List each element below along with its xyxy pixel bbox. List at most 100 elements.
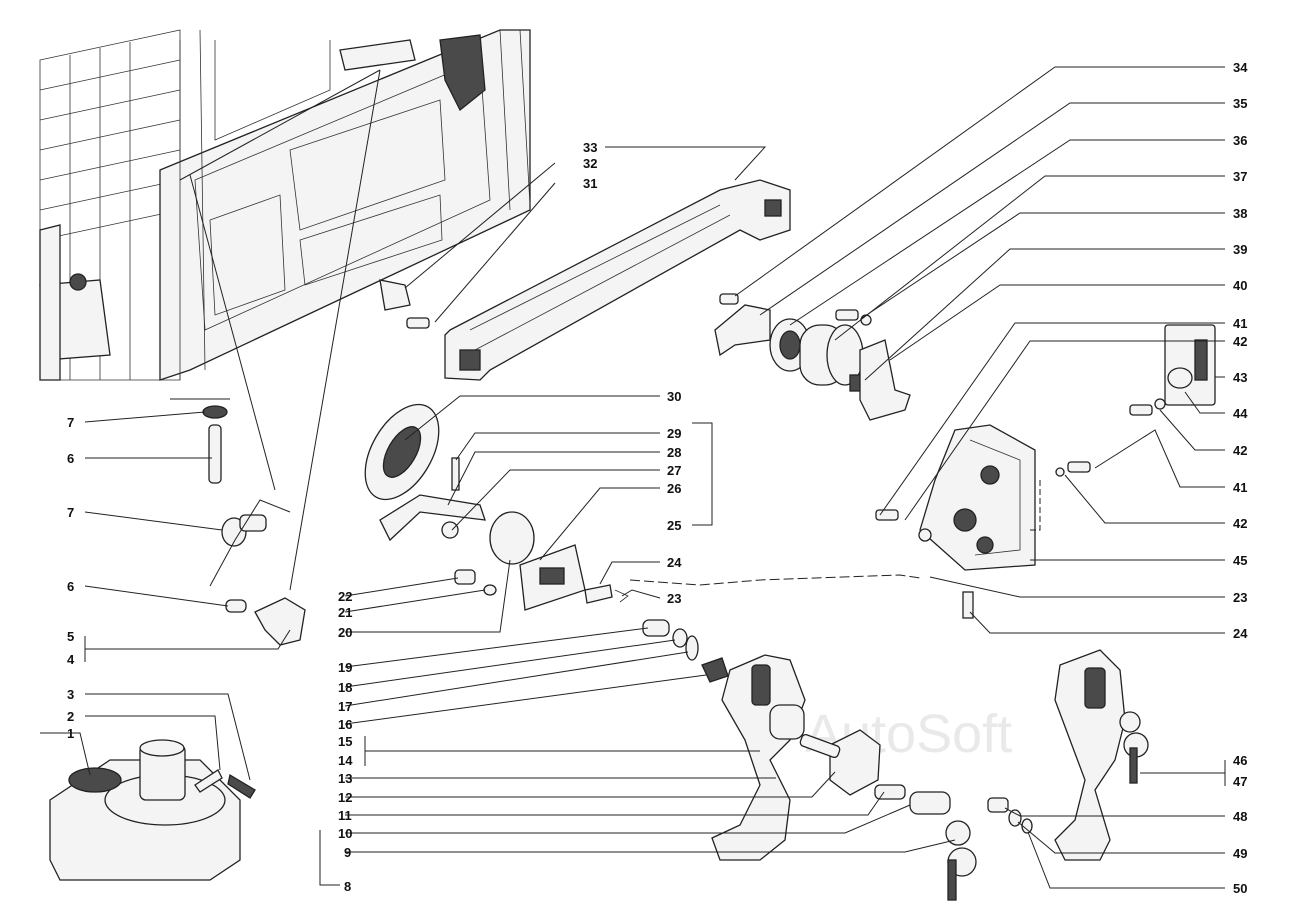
grab-handle-33 xyxy=(444,179,791,381)
callout-26: 26 xyxy=(667,481,681,496)
washer-21 xyxy=(483,584,497,596)
key-cylinder-9 xyxy=(945,820,977,901)
callout-39: 39 xyxy=(1233,242,1247,257)
callout-2: 2 xyxy=(67,709,74,724)
callout-numbers: 7 6 7 6 5 4 3 2 1 8 9 10 11 12 13 14 15 … xyxy=(67,60,1248,896)
callout-17: 17 xyxy=(338,699,352,714)
tube-6-bottom xyxy=(225,599,247,613)
callout-42: 42 xyxy=(1233,443,1247,458)
bushing-7-top xyxy=(202,405,228,419)
spring-27 xyxy=(441,521,459,539)
callout-32: 32 xyxy=(583,156,597,171)
callout-34: 34 xyxy=(1233,60,1248,75)
callout-14: 14 xyxy=(338,753,353,768)
callout-7: 7 xyxy=(67,505,74,520)
callout-40: 40 xyxy=(1233,278,1247,293)
door-assembly xyxy=(39,29,531,591)
callout-41: 41 xyxy=(1233,316,1247,331)
callout-38: 38 xyxy=(1233,206,1247,221)
leader-lines xyxy=(40,66,1226,889)
bracket-16 xyxy=(701,657,729,683)
callout-49: 49 xyxy=(1233,846,1247,861)
callout-9: 9 xyxy=(344,845,351,860)
screw-34 xyxy=(719,293,739,305)
callout-6: 6 xyxy=(67,451,74,466)
callout-44: 44 xyxy=(1233,406,1248,421)
outer-handle-13-15 xyxy=(711,654,806,861)
lever-28 xyxy=(379,494,486,542)
callout-11: 11 xyxy=(338,808,352,823)
callout-13: 13 xyxy=(338,771,352,786)
callout-5: 5 xyxy=(67,629,74,644)
roller-37 xyxy=(799,324,864,386)
callout-6: 6 xyxy=(67,579,74,594)
callout-27: 27 xyxy=(667,463,681,478)
screw-48 xyxy=(987,797,1009,813)
screw-22 xyxy=(454,569,476,585)
tube-6-top xyxy=(208,424,222,484)
link-24 xyxy=(584,584,613,604)
callout-30: 30 xyxy=(667,389,681,404)
callout-1: 1 xyxy=(67,726,74,741)
spring-19 xyxy=(642,619,670,637)
grommet-7-bottom xyxy=(221,514,267,547)
screw-41-left xyxy=(875,509,899,521)
screw-31 xyxy=(406,317,430,329)
callout-4: 4 xyxy=(67,652,75,667)
callout-45: 45 xyxy=(1233,553,1247,568)
callout-12: 12 xyxy=(338,790,352,805)
callout-31: 31 xyxy=(583,176,597,191)
callout-29: 29 xyxy=(667,426,681,441)
callout-23: 23 xyxy=(1233,590,1247,605)
washer-17 xyxy=(685,635,699,661)
callout-25: 25 xyxy=(667,518,681,533)
callout-23: 23 xyxy=(667,591,681,606)
cap-32 xyxy=(379,279,411,311)
rod-11-10 xyxy=(799,733,951,815)
link-24-right xyxy=(962,591,974,619)
spring-14 xyxy=(769,704,805,740)
callout-19: 19 xyxy=(338,660,352,675)
callout-16: 16 xyxy=(338,717,352,732)
callout-15: 15 xyxy=(338,734,352,749)
callout-20: 20 xyxy=(338,625,352,640)
striker-pin-44 xyxy=(1167,367,1193,389)
bracket-35 xyxy=(714,304,771,357)
screw-38 xyxy=(835,309,872,326)
lock-mechanism-45 xyxy=(918,424,1036,571)
cover-20 xyxy=(489,511,535,565)
screw-41-right xyxy=(1055,461,1091,477)
callout-7: 7 xyxy=(67,415,74,430)
callout-37: 37 xyxy=(1233,169,1247,184)
outer-handle-right xyxy=(1054,649,1126,861)
callout-36: 36 xyxy=(1233,133,1247,148)
callout-8: 8 xyxy=(344,879,351,894)
callout-43: 43 xyxy=(1233,370,1247,385)
washer-pump-assembly xyxy=(49,739,256,881)
keys-46-47 xyxy=(1119,711,1149,784)
callout-22: 22 xyxy=(338,589,352,604)
callout-35: 35 xyxy=(1233,96,1247,111)
callout-46: 46 xyxy=(1233,753,1247,768)
callout-24: 24 xyxy=(1233,626,1248,641)
callout-33: 33 xyxy=(583,140,597,155)
escutcheon-26 xyxy=(519,544,586,611)
callout-24: 24 xyxy=(667,555,682,570)
callout-42: 42 xyxy=(1233,516,1247,531)
handle-bezel-30 xyxy=(364,403,440,501)
callout-41: 41 xyxy=(1233,480,1247,495)
callout-21: 21 xyxy=(338,605,352,620)
callout-50: 50 xyxy=(1233,881,1247,896)
striker-plate-43 xyxy=(1164,324,1216,406)
block-12 xyxy=(829,729,881,796)
callout-28: 28 xyxy=(667,445,681,460)
callout-10: 10 xyxy=(338,826,352,841)
screw-42-upper xyxy=(1129,398,1166,416)
callout-18: 18 xyxy=(338,680,352,695)
callout-42: 42 xyxy=(1233,334,1247,349)
callout-48: 48 xyxy=(1233,809,1247,824)
nozzle-4-5 xyxy=(254,597,306,646)
callout-3: 3 xyxy=(67,687,74,702)
bracket-40 xyxy=(859,339,911,421)
